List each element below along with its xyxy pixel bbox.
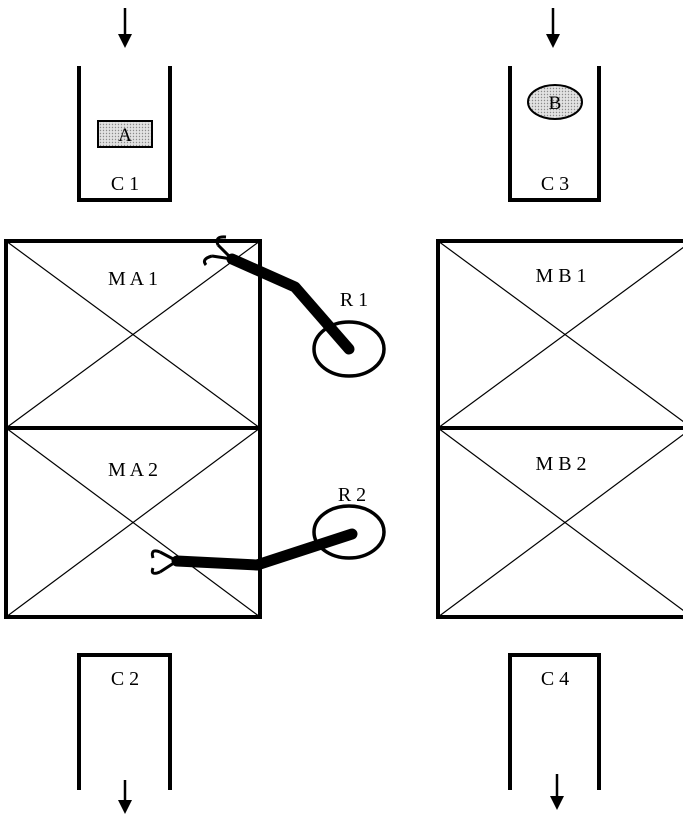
robot-r2-arm <box>171 528 358 571</box>
part-b-label: B <box>549 93 562 114</box>
input-arrow-c1 <box>118 8 132 48</box>
conveyor-c2: C 2 <box>77 653 172 814</box>
robot-r1-gripper <box>211 243 234 261</box>
conveyor-c4-label: C 4 <box>541 668 569 690</box>
machine-ma2: M A 2 <box>5 427 261 618</box>
machine-block-b: M B 1 M B 2 <box>436 239 683 619</box>
machine-mb1: M B 1 <box>437 240 683 429</box>
conveyor-c1: A C 1 <box>77 8 172 202</box>
machine-mb2: M B 2 <box>437 427 683 618</box>
machine-ma1: M A 1 <box>5 240 261 429</box>
robot-r1-base <box>312 320 386 378</box>
conveyor-c4: C 4 <box>508 653 601 810</box>
conveyor-c2-label: C 2 <box>111 668 139 690</box>
input-arrow-c3 <box>546 8 560 48</box>
robot-r2: R 2 <box>150 484 386 575</box>
robot-r2-gripper <box>159 550 178 574</box>
robot-r2-base <box>312 504 386 560</box>
output-arrow-c2 <box>118 780 132 814</box>
conveyor-c3: B C 3 <box>508 8 601 202</box>
part-a <box>97 120 153 148</box>
robot-r2-label: R 2 <box>338 484 366 506</box>
machine-block-a: M A 1 M A 2 <box>4 239 262 619</box>
machine-ma2-label: M A 2 <box>108 459 158 481</box>
machine-mb1-label: M B 1 <box>535 265 586 287</box>
conveyor-c1-label: C 1 <box>111 173 139 195</box>
robot-r1-label: R 1 <box>340 289 368 311</box>
conveyor-c3-label: C 3 <box>541 173 569 195</box>
machine-ma1-label: M A 1 <box>108 268 158 290</box>
part-a-label: A <box>118 125 132 146</box>
robot-r1-arm <box>226 253 355 355</box>
machine-mb2-label: M B 2 <box>535 453 586 475</box>
output-arrow-c4 <box>550 774 564 810</box>
part-b <box>527 84 583 120</box>
robot-r1: R 1 <box>203 235 386 378</box>
